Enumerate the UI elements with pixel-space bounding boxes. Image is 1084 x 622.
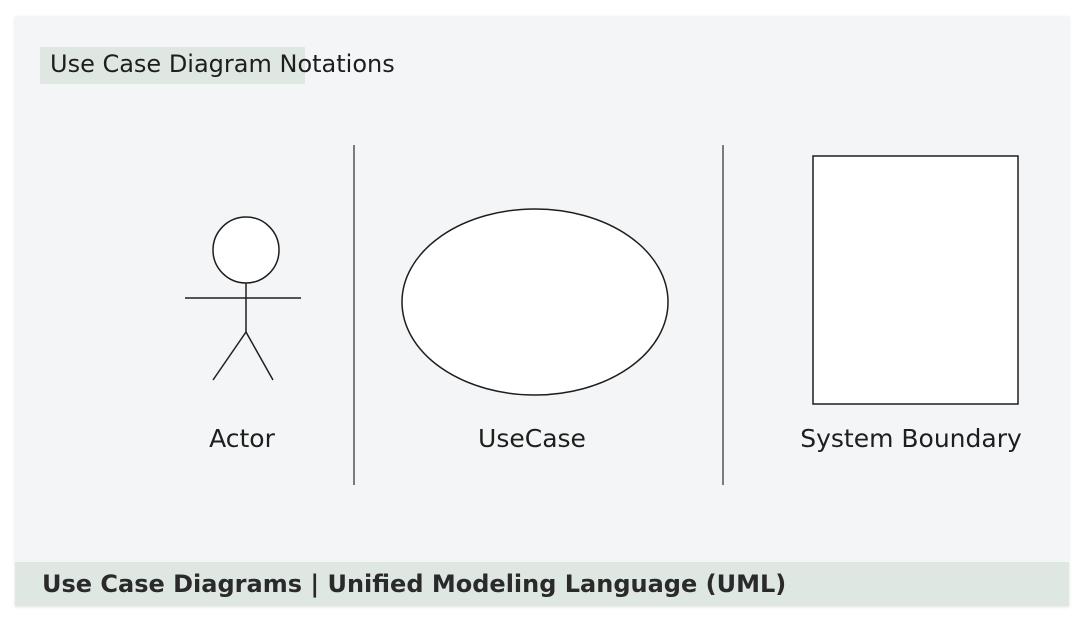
footer-caption: Use Case Diagrams | Unified Modeling Lan… — [42, 570, 787, 598]
title-highlight — [40, 47, 305, 84]
system-boundary-rect — [812, 155, 1019, 405]
diagram-title: Use Case Diagram Notations — [50, 50, 395, 78]
use-case-ellipse — [401, 208, 669, 396]
diagram-card: Use Case Diagram Notations Actor UseCase… — [15, 16, 1069, 606]
footer-bar: Use Case Diagrams | Unified Modeling Lan… — [15, 562, 1069, 606]
actor-right-leg — [245, 331, 274, 381]
notation-diagram — [185, 145, 1019, 485]
system-boundary-label: System Boundary — [800, 424, 1022, 453]
actor-head — [212, 216, 280, 284]
use-case-label: UseCase — [478, 424, 586, 453]
actor-left-leg — [212, 331, 247, 381]
actor-stick-figure — [185, 216, 301, 381]
actor-label: Actor — [209, 424, 275, 453]
